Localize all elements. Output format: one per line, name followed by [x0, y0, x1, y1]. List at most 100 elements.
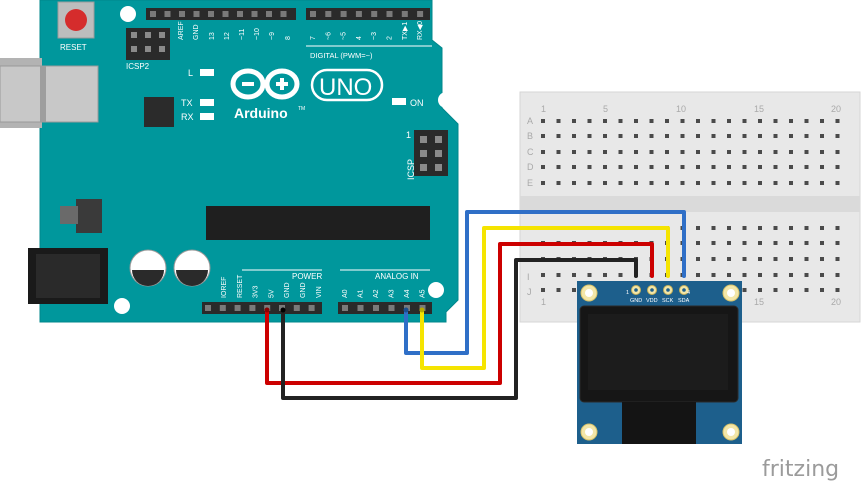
header-pin: [325, 11, 332, 17]
bb-row-e: E: [527, 178, 533, 188]
header-pin: [234, 305, 241, 311]
wire-sda-blue: [404, 210, 686, 355]
header-pin: [293, 305, 300, 311]
breadboard-hole: [711, 165, 716, 169]
breadboard-hole: [649, 165, 654, 169]
digital-header-right: [306, 8, 430, 20]
breadboard-hole: [711, 134, 716, 138]
breadboard-hole: [572, 273, 576, 277]
breadboard-hole: [572, 134, 576, 138]
breadboard-hole: [618, 119, 623, 123]
breadboard-hole: [680, 134, 685, 138]
digital-pin-label: AREF: [178, 21, 185, 40]
breadboard-hole: [603, 165, 607, 169]
power-header: [202, 302, 322, 314]
breadboard-hole: [773, 165, 778, 169]
microcontroller-chip: [206, 206, 430, 240]
breadboard-hole: [727, 119, 731, 123]
breadboard-hole: [696, 181, 700, 185]
breadboard-hole: [727, 165, 731, 169]
breadboard-hole: [742, 273, 747, 277]
breadboard-hole: [758, 165, 762, 169]
breadboard-hole: [727, 257, 731, 261]
breadboard-hole: [572, 288, 576, 292]
breadboard-hole: [572, 119, 576, 123]
breadboard-hole: [758, 257, 762, 261]
breadboard-holes-top: [541, 119, 840, 185]
breadboard-hole: [727, 150, 731, 154]
breadboard-hole: [572, 150, 576, 154]
breadboard-hole: [773, 288, 778, 292]
wires: [265, 210, 686, 400]
breadboard-hole: [835, 288, 840, 292]
breadboard-hole: [634, 134, 638, 138]
oled-pin-label: GND: [630, 298, 642, 304]
analog-pin-label: A2: [373, 289, 380, 298]
breadboard-hole: [665, 165, 669, 169]
breadboard-hole: [665, 119, 669, 123]
header-pin: [205, 305, 211, 311]
icsp-header: [414, 130, 448, 176]
wire-gnd-black: [281, 258, 638, 400]
bb-col-15-bottom: 15: [754, 297, 764, 307]
led-tx-label: TX: [181, 98, 193, 108]
regulator-tab: [60, 206, 78, 224]
wire-end-blue: [403, 307, 409, 313]
oled-pin-hole: [634, 288, 638, 292]
breadboard-hole: [587, 165, 592, 169]
digital-pin-label: ~6: [325, 32, 332, 40]
logo-plus-v: [280, 78, 284, 90]
header-pin: [208, 11, 214, 17]
bb-col-20: 20: [831, 104, 841, 114]
breadboard-hole: [804, 150, 809, 154]
breadboard-hole: [572, 181, 576, 185]
wire-scl-yellow: [420, 226, 670, 370]
bb-col-1-bottom: 1: [541, 297, 546, 307]
capacitor-right-mark: [176, 270, 208, 286]
icsp-pin: [435, 164, 442, 171]
breadboard-hole: [820, 165, 824, 169]
digital-header-pins: [150, 11, 424, 17]
breadboard-hole: [696, 241, 700, 245]
icsp-pin: [435, 150, 442, 157]
breadboard-hole: [789, 288, 793, 292]
breadboard-hole: [634, 165, 638, 169]
header-pin: [342, 305, 348, 311]
breadboard-hole: [541, 165, 545, 169]
breadboard-hole: [711, 226, 716, 230]
analog-label: ANALOG IN: [375, 272, 419, 281]
header-pin: [251, 11, 258, 17]
oled-pin-hole: [682, 288, 686, 292]
digital-pin-label: ~3: [371, 32, 378, 40]
breadboard-hole: [773, 181, 778, 185]
analog-pin-label: A1: [358, 289, 365, 298]
oled-pin-hole: [650, 288, 654, 292]
breadboard-hole: [556, 181, 561, 185]
mount-hole-top-left: [120, 6, 136, 22]
breadboard-channel: [520, 196, 860, 212]
breadboard-hole: [556, 273, 561, 277]
icsp-pin: [420, 136, 427, 143]
wire-endpoints: [264, 307, 425, 313]
header-pin: [266, 11, 272, 17]
power-pin-label: 3V3: [253, 285, 260, 298]
analog-pin-label: A5: [420, 289, 427, 298]
breadboard-hole: [727, 273, 731, 277]
breadboard-hole: [742, 226, 747, 230]
header-pin: [237, 11, 243, 17]
icsp2-pin: [145, 32, 151, 38]
header-pin: [401, 11, 408, 17]
breadboard-hole: [789, 257, 793, 261]
breadboard-hole: [789, 273, 793, 277]
breadboard-hole: [820, 150, 824, 154]
oled-mount-bottom-right-hole: [727, 428, 735, 436]
arduino-uno-board: RESET ICSP2 L TX RX ON UNO: [0, 0, 459, 323]
header-pin: [357, 305, 364, 311]
wire-vcc-red: [265, 242, 654, 385]
header-pin: [371, 11, 378, 17]
header-pin: [373, 305, 379, 311]
icsp-pin1-label: 1: [406, 130, 411, 140]
breadboard-hole: [556, 119, 561, 123]
breadboard-hole: [541, 150, 545, 154]
